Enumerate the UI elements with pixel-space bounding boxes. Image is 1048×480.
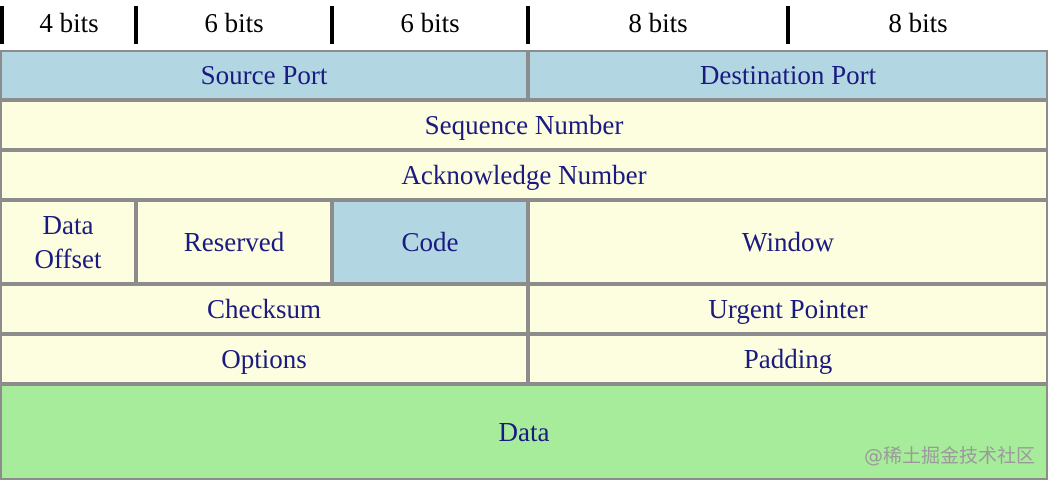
field-label: Reserved [183, 227, 285, 257]
field-sequence-number: Sequence Number [0, 100, 1048, 150]
bit-width-label: 8 bits [888, 7, 948, 38]
bit-width-label: 8 bits [628, 7, 688, 38]
field-label: Urgent Pointer [708, 294, 868, 324]
bit-divider [786, 6, 790, 44]
field-padding: Padding [528, 334, 1048, 384]
bit-divider [0, 6, 4, 44]
field-label: Data [42, 210, 94, 240]
bit-width-label: 4 bits [39, 7, 99, 38]
field-acknowledge-number: Acknowledge Number [0, 150, 1048, 200]
field-urgent-pointer: Urgent Pointer [528, 284, 1048, 334]
field-window: Window [528, 200, 1048, 284]
field-label: Acknowledge Number [401, 160, 647, 190]
field-label: Destination Port [699, 60, 877, 90]
bit-width-row: 4 bits 6 bits 6 bits 8 bits 8 bits [0, 0, 1048, 50]
field-label: Source Port [200, 60, 328, 90]
field-data-offset: Data Offset [0, 200, 136, 284]
field-label: Padding [743, 344, 833, 374]
field-label: Checksum [207, 294, 321, 324]
field-label: Window [742, 227, 834, 257]
field-label: Data [498, 417, 550, 447]
field-label: Options [221, 344, 307, 374]
bit-divider [134, 6, 138, 44]
field-label: Sequence Number [424, 110, 624, 140]
field-label: Code [401, 227, 459, 257]
field-options: Options [0, 334, 528, 384]
bit-width-label: 6 bits [400, 7, 460, 38]
bit-divider [330, 6, 334, 44]
field-source-port: Source Port [0, 50, 528, 100]
field-reserved: Reserved [136, 200, 332, 284]
field-label: Offset [34, 244, 102, 274]
field-data: Data [0, 384, 1048, 480]
watermark: @稀土掘金技术社区 [864, 444, 1036, 467]
field-destination-port: Destination Port [528, 50, 1048, 100]
bit-divider [526, 6, 530, 44]
field-checksum: Checksum [0, 284, 528, 334]
field-code: Code [332, 200, 528, 284]
bit-width-label: 6 bits [204, 7, 264, 38]
